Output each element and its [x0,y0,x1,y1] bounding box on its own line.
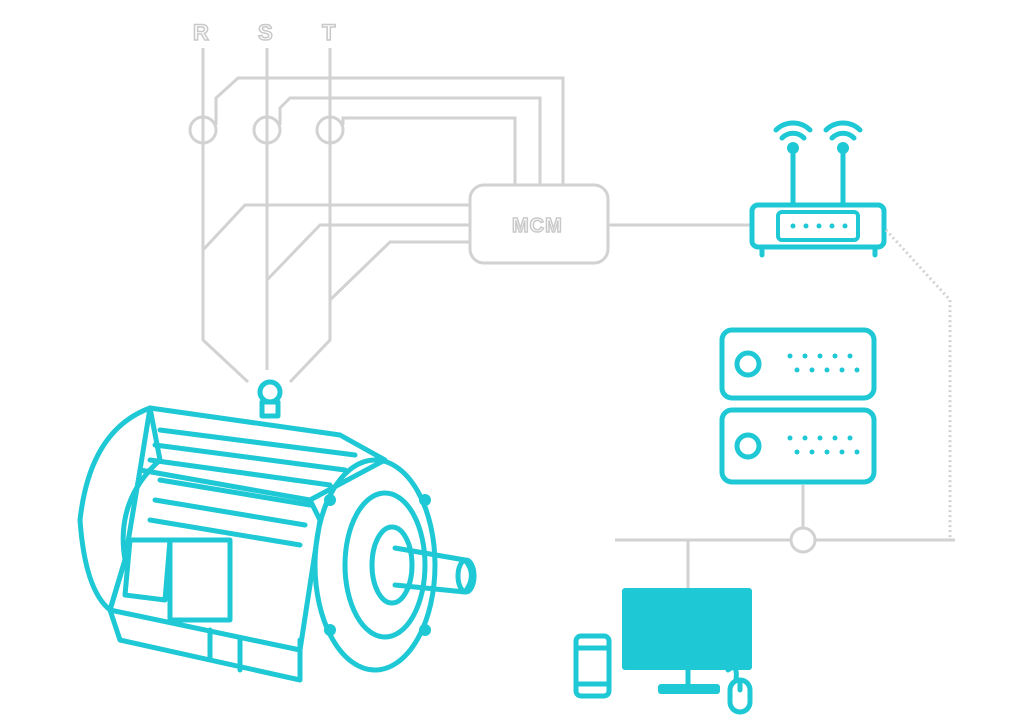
monitor-icon [622,588,752,694]
phase-label-t: T [322,20,336,45]
power-wires [188,48,750,384]
phase-label-s: S [258,20,273,45]
phase-label-r: R [193,20,209,45]
current-sensor-icon [252,115,282,145]
network-bus [615,485,955,588]
smartphone-icon [573,633,612,699]
mcm-label: MCM [512,215,563,237]
mcm-controller: MCM [468,183,610,265]
router-icon [749,120,887,258]
current-sensor-icon [315,115,345,145]
motor-icon [77,379,477,683]
server-icon [719,327,877,485]
mouse-icon [725,665,753,715]
wireless-link [884,228,952,540]
current-sensor-icon [188,115,218,145]
